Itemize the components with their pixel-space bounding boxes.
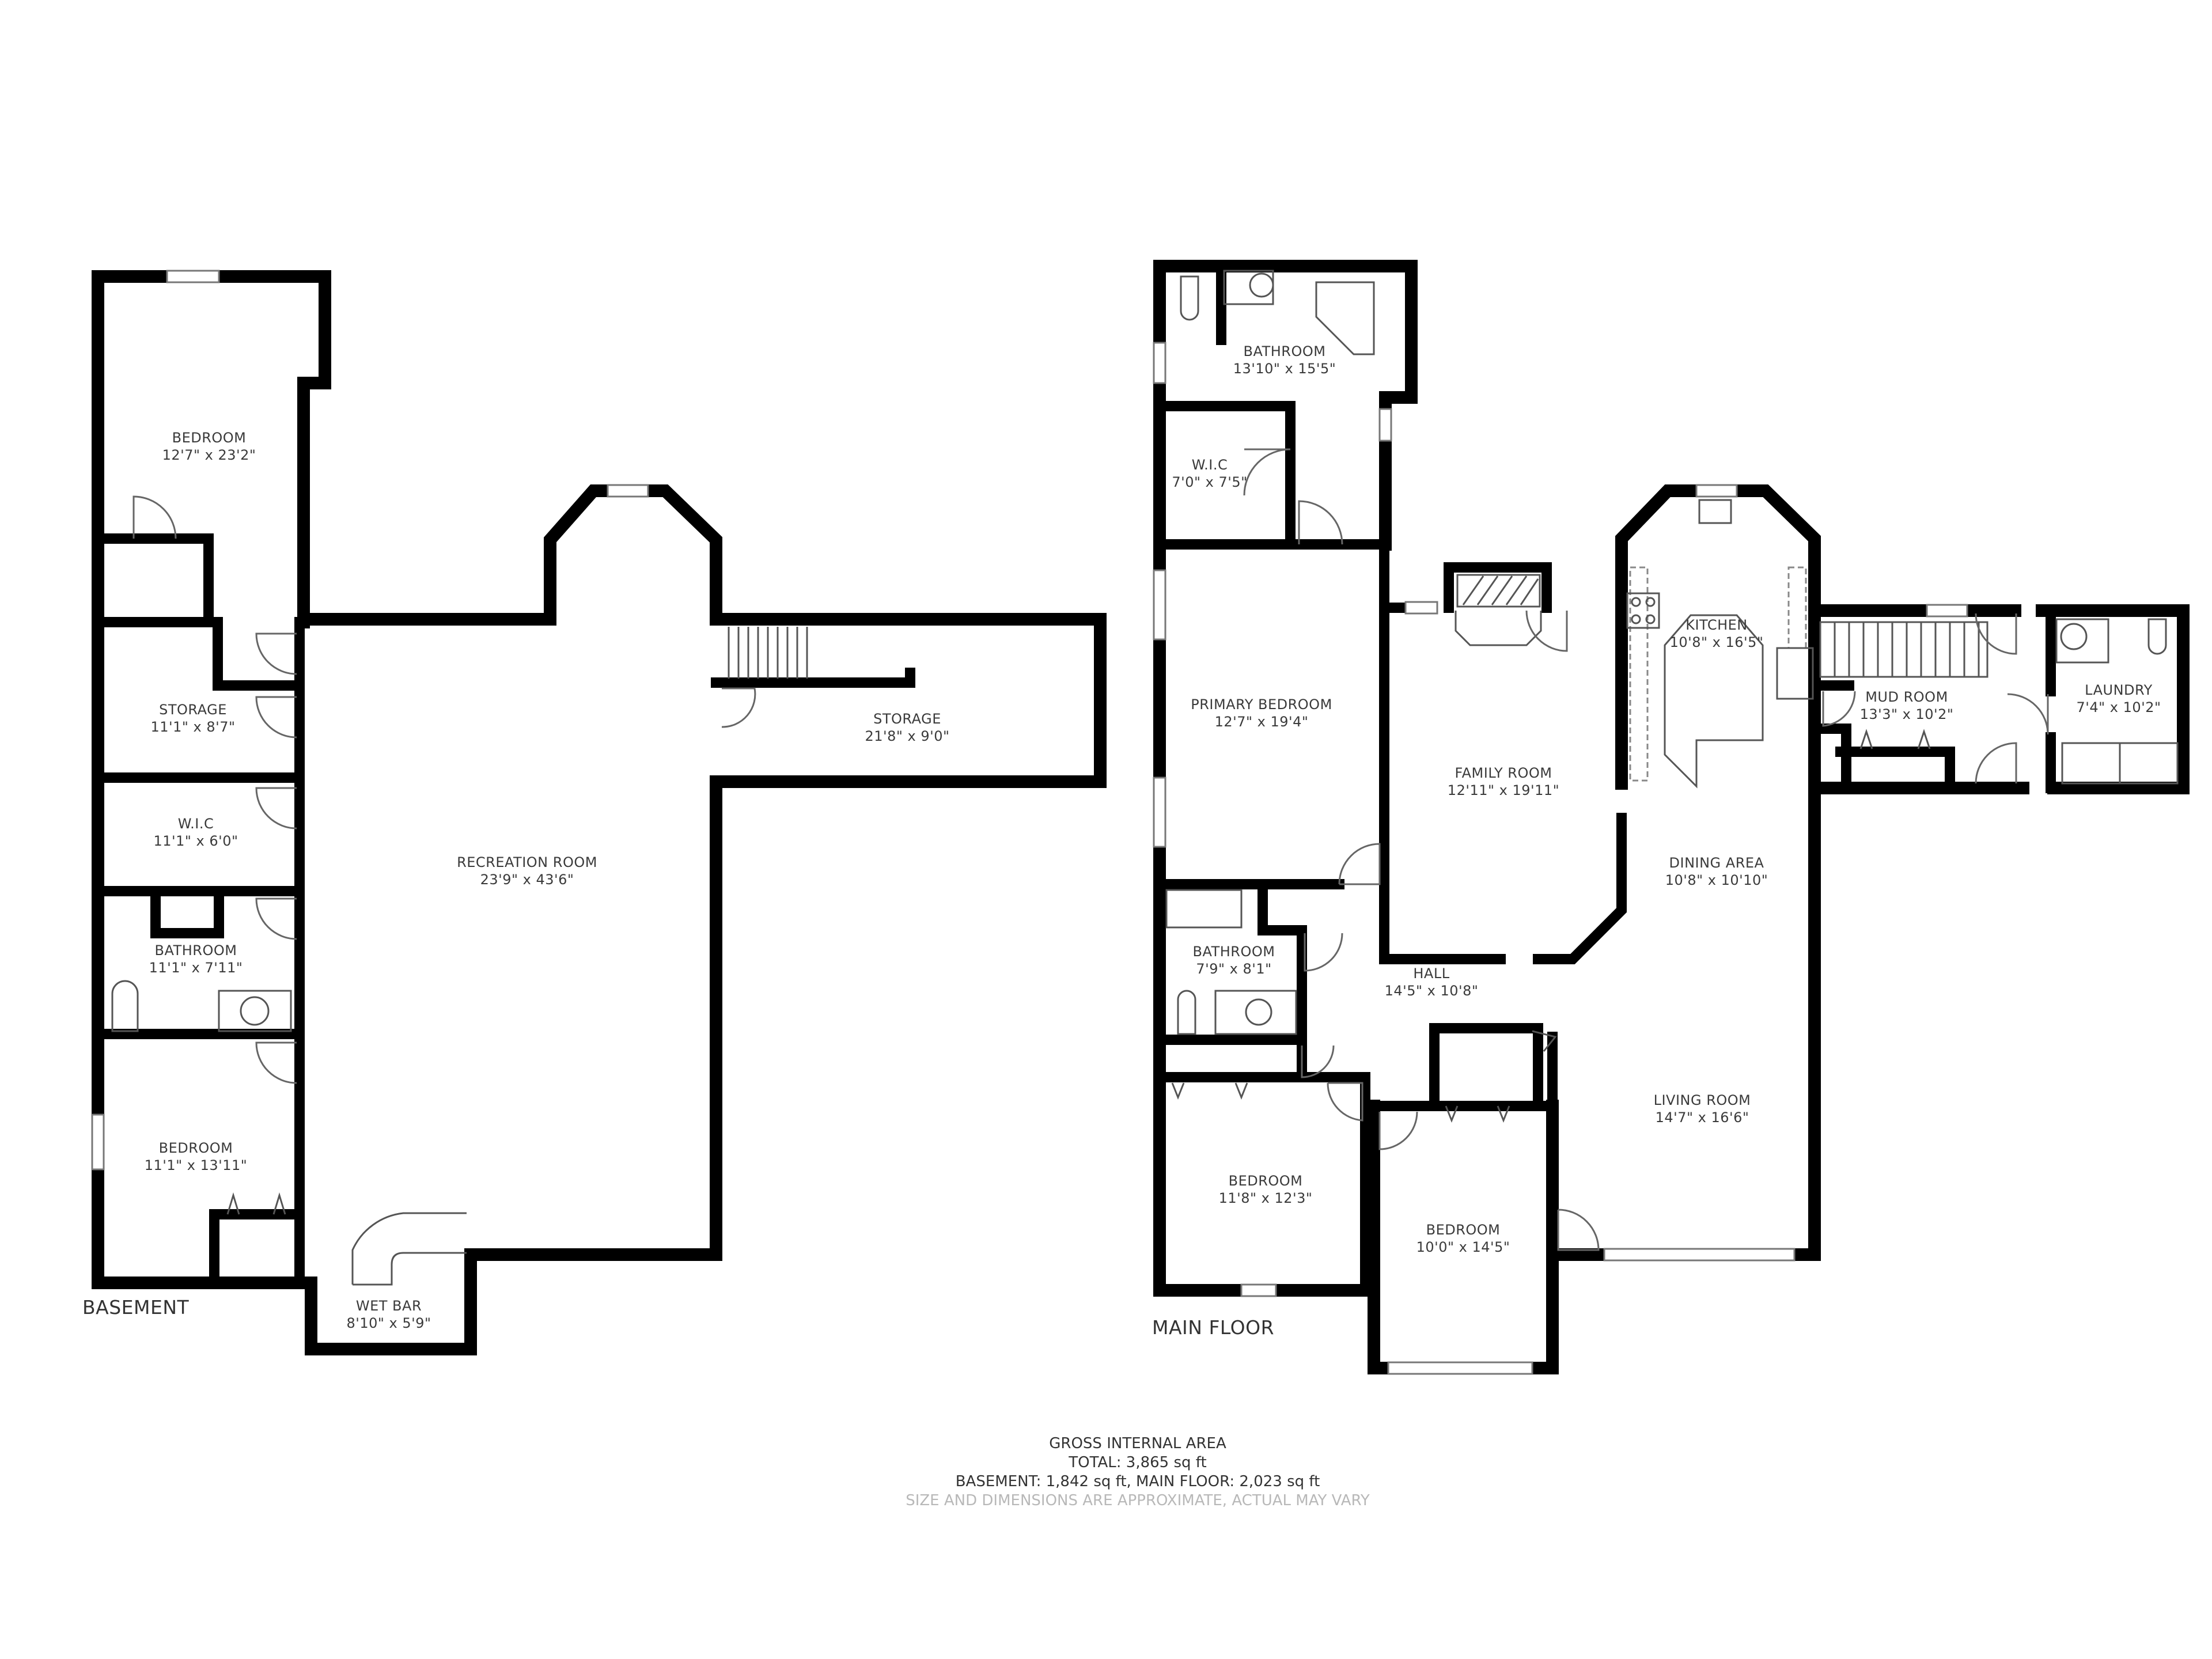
room-dimensions: 11'8" x 12'3": [1218, 1190, 1313, 1206]
area-total: TOTAL: 3,865 sq ft: [1069, 1454, 1207, 1471]
room-dimensions: 7'0" x 7'5": [1172, 474, 1248, 490]
room-dimensions: 10'0" x 14'5": [1416, 1239, 1510, 1255]
room-dimensions: 8'10" x 5'9": [346, 1315, 431, 1331]
basement-doors: [111, 495, 756, 1286]
room-label-hall: HALL 14'5" x 10'8": [1385, 965, 1479, 999]
room-dimensions: 10'8" x 16'5": [1669, 634, 1764, 650]
room-label-basement-bathroom: BATHROOM 11'1" x 7'11": [149, 942, 243, 976]
room-label-basement-bedroom-2: BEDROOM 11'1" x 13'11": [145, 1139, 248, 1174]
room-dimensions: 14'7" x 16'6": [1655, 1109, 1749, 1126]
area-disclaimer: SIZE AND DIMENSIONS ARE APPROXIMATE, ACT…: [906, 1492, 1370, 1509]
room-label-master-bathroom: BATHROOM 13'10" x 15'5": [1233, 343, 1336, 377]
room-label-basement-bedroom-1: BEDROOM 12'7" x 23'2": [162, 429, 256, 464]
room-dimensions: 7'4" x 10'2": [2076, 699, 2161, 715]
floor-label-main-floor: MAIN FLOOR: [1152, 1316, 1275, 1339]
room-label-family-room: FAMILY ROOM 12'11" x 19'11": [1448, 764, 1559, 799]
room-dimensions: 12'11" x 19'11": [1447, 782, 1560, 798]
room-name: RECREATION ROOM: [457, 854, 597, 870]
room-label-bedroom-2: BEDROOM 11'8" x 12'3": [1219, 1172, 1313, 1207]
gross-internal-area-summary: GROSS INTERNAL AREA TOTAL: 3,865 sq ft B…: [906, 1434, 1370, 1510]
kitchen-fixtures: [1626, 499, 1814, 789]
room-label-dining-area: DINING AREA 10'8" x 10'10": [1665, 854, 1768, 889]
area-title: GROSS INTERNAL AREA: [1049, 1435, 1226, 1452]
room-name: BEDROOM: [172, 430, 247, 446]
room-name: BEDROOM: [158, 1140, 233, 1156]
area-breakdown: BASEMENT: 1,842 sq ft, MAIN FLOOR: 2,023…: [955, 1473, 1320, 1490]
room-name: BATHROOM: [1243, 343, 1326, 359]
room-label-mud-room: MUD ROOM 13'3" x 10'2": [1860, 688, 1954, 723]
room-name: DINING AREA: [1669, 855, 1764, 871]
room-name: KITCHEN: [1685, 617, 1748, 633]
room-dimensions: 12'7" x 23'2": [162, 447, 256, 463]
room-label-hall-bathroom: BATHROOM 7'9" x 8'1": [1193, 943, 1275, 978]
room-dimensions: 21'8" x 9'0": [865, 728, 950, 744]
room-label-bedroom-3: BEDROOM 10'0" x 14'5": [1416, 1221, 1510, 1256]
basement-walls: [92, 270, 1107, 1355]
room-dimensions: 14'5" x 10'8": [1384, 983, 1479, 999]
room-label-living-room: LIVING ROOM 14'7" x 16'6": [1654, 1092, 1751, 1126]
room-name: HALL: [1413, 965, 1450, 982]
room-name: LIVING ROOM: [1653, 1092, 1751, 1108]
room-dimensions: 11'1" x 13'11": [144, 1157, 248, 1173]
room-dimensions: 10'8" x 10'10": [1665, 872, 1768, 888]
room-label-laundry: LAUNDRY 7'4" x 10'2": [2076, 681, 2161, 716]
room-label-primary-bedroom: PRIMARY BEDROOM 12'7" x 19'4": [1191, 696, 1332, 730]
room-name: STORAGE: [159, 702, 227, 718]
room-name: BEDROOM: [1426, 1222, 1501, 1238]
floor-label-basement: BASEMENT: [82, 1296, 190, 1319]
room-name: BATHROOM: [154, 942, 237, 959]
room-dimensions: 23'9" x 43'6": [480, 872, 574, 888]
room-name: MUD ROOM: [1865, 689, 1948, 705]
room-dimensions: 12'7" x 19'4": [1214, 714, 1309, 730]
room-name: STORAGE: [873, 711, 941, 727]
room-label-basement-storage: STORAGE 11'1" x 8'7": [150, 701, 235, 736]
room-label-kitchen: KITCHEN 10'8" x 16'5": [1670, 616, 1764, 651]
room-dimensions: 13'10" x 15'5": [1233, 361, 1336, 377]
room-label-basement-storage-2: STORAGE 21'8" x 9'0": [865, 710, 949, 745]
room-label-basement-wic: W.I.C 11'1" x 6'0": [153, 815, 238, 850]
main-floor-doors: [1171, 448, 2049, 1251]
main-stairs: [1819, 621, 1988, 678]
room-name: W.I.C: [177, 816, 214, 832]
room-name: BATHROOM: [1192, 944, 1275, 960]
basement-stairs: [728, 627, 808, 679]
room-name: W.I.C: [1191, 457, 1228, 473]
room-name: WET BAR: [355, 1298, 422, 1314]
room-name: FAMILY ROOM: [1455, 765, 1552, 781]
room-label-wet-bar: WET BAR 8'10" x 5'9": [346, 1297, 431, 1332]
room-name: PRIMARY BEDROOM: [1191, 696, 1332, 713]
room-label-recreation-room: RECREATION ROOM 23'9" x 43'6": [457, 854, 597, 888]
basement-windows: [91, 270, 649, 1171]
room-name: LAUNDRY: [2085, 682, 2153, 698]
room-dimensions: 11'1" x 7'11": [149, 960, 243, 976]
room-dimensions: 7'9" x 8'1": [1196, 961, 1272, 977]
main-floor-windows: [1153, 342, 1968, 1375]
room-dimensions: 13'3" x 10'2": [1859, 706, 1954, 722]
room-dimensions: 11'1" x 8'7": [150, 719, 236, 735]
room-label-main-wic: W.I.C 7'0" x 7'5": [1172, 456, 1247, 491]
main-bath-fixtures: [1165, 270, 2179, 1035]
room-name: BEDROOM: [1228, 1173, 1303, 1189]
fireplace-icon: [1455, 574, 1542, 646]
main-floor-walls: [1153, 260, 2190, 1374]
room-dimensions: 11'1" x 6'0": [153, 833, 238, 849]
